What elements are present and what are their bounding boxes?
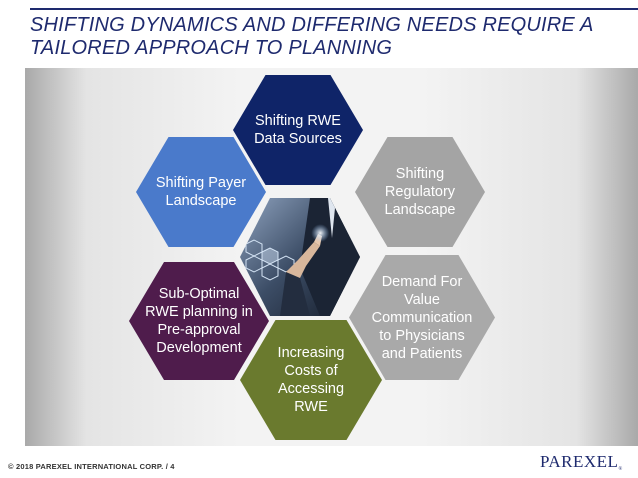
slide-title: SHIFTING DYNAMICS AND DIFFERING NEEDS RE… bbox=[30, 14, 593, 59]
hexagon-label: Increasing Costs of Accessing RWE bbox=[277, 345, 345, 415]
hexagon-label: Shifting Payer Landscape bbox=[155, 175, 247, 209]
hexagon-label: Demand For Value Communication to Physic… bbox=[371, 273, 473, 362]
parexel-logo: PAREXEL® bbox=[540, 452, 623, 472]
registered-mark: ® bbox=[618, 467, 623, 472]
hexagon-label: Sub-Optimal RWE planning in Pre-approval… bbox=[145, 286, 253, 356]
title-rule bbox=[30, 8, 638, 10]
hexagon-demand-for-value-communication: Demand For Value Communication to Physic… bbox=[349, 255, 495, 380]
hexagon-label: Shifting Regulatory Landscape bbox=[384, 166, 456, 218]
logo-text: PAREXEL bbox=[540, 452, 619, 471]
hexagon-label: Shifting RWE Data Sources bbox=[254, 113, 342, 147]
copyright-footer: © 2018 PAREXEL INTERNATIONAL CORP. / 4 bbox=[8, 462, 175, 471]
hexagon-shifting-payer-landscape: Shifting Payer Landscape bbox=[136, 137, 266, 247]
